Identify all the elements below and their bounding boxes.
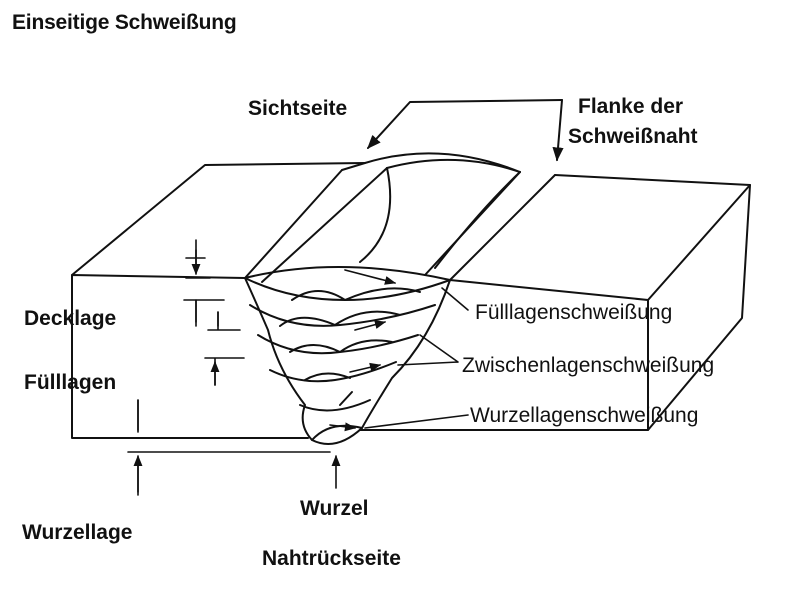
label-wurzellagenschweissung: Wurzellagenschweißung — [470, 404, 699, 427]
weld-cap-surface — [341, 152, 521, 173]
dim-fuelllagen — [183, 299, 245, 386]
weld-pass-wurzellage — [299, 391, 371, 441]
diagram-title: Einseitige Schweißung — [12, 11, 237, 34]
weld-groove-right-wall — [424, 171, 556, 281]
leader-zwischenlagenschweissung — [397, 334, 459, 366]
leader-sichtseite — [367, 99, 563, 150]
label-wurzellage: Wurzellage — [22, 521, 133, 544]
label-fuelllagen: Fülllagen — [24, 371, 117, 394]
zwischenlage-pass-arrow-1 — [354, 320, 387, 331]
label-flanke-line1: Flanke der — [578, 95, 684, 118]
weld-pass-fuelllage — [249, 304, 436, 327]
leader-flanke — [552, 99, 564, 162]
label-flanke-line2: Schweißnaht — [568, 125, 698, 148]
dim-decklage — [185, 239, 211, 279]
label-nahtrueckseite: Nahtrückseite — [262, 547, 401, 570]
label-zwischenlagenschweissung: Zwischenlagenschweißung — [462, 354, 715, 377]
weld-groove-left-wall — [244, 167, 388, 283]
weld-pass-zwischenlage — [257, 334, 419, 383]
dim-fuelllagen-arrows — [195, 299, 218, 386]
label-decklage: Decklage — [24, 307, 117, 330]
leader-fuelllagenschweissung — [441, 287, 469, 311]
leader-wurzellagenschweissung — [364, 414, 469, 429]
plate-top-surface — [71, 162, 751, 301]
wurzellage-pass-arrow — [329, 422, 357, 432]
label-sichtseite: Sichtseite — [248, 97, 348, 120]
weld-cross-section-outline — [244, 265, 451, 445]
label-wurzel: Wurzel — [300, 497, 369, 520]
dim-wurzellage — [127, 399, 331, 496]
fuelllagen-pass-arrow — [344, 269, 397, 285]
plate-right-face — [647, 184, 751, 431]
label-fuelllagenschweissung: Fülllagenschweißung — [475, 301, 673, 324]
zwischenlage-pass-arrow-2 — [349, 362, 382, 373]
weld-pass-decklage — [244, 277, 451, 301]
weld-flank-curves — [359, 167, 521, 269]
